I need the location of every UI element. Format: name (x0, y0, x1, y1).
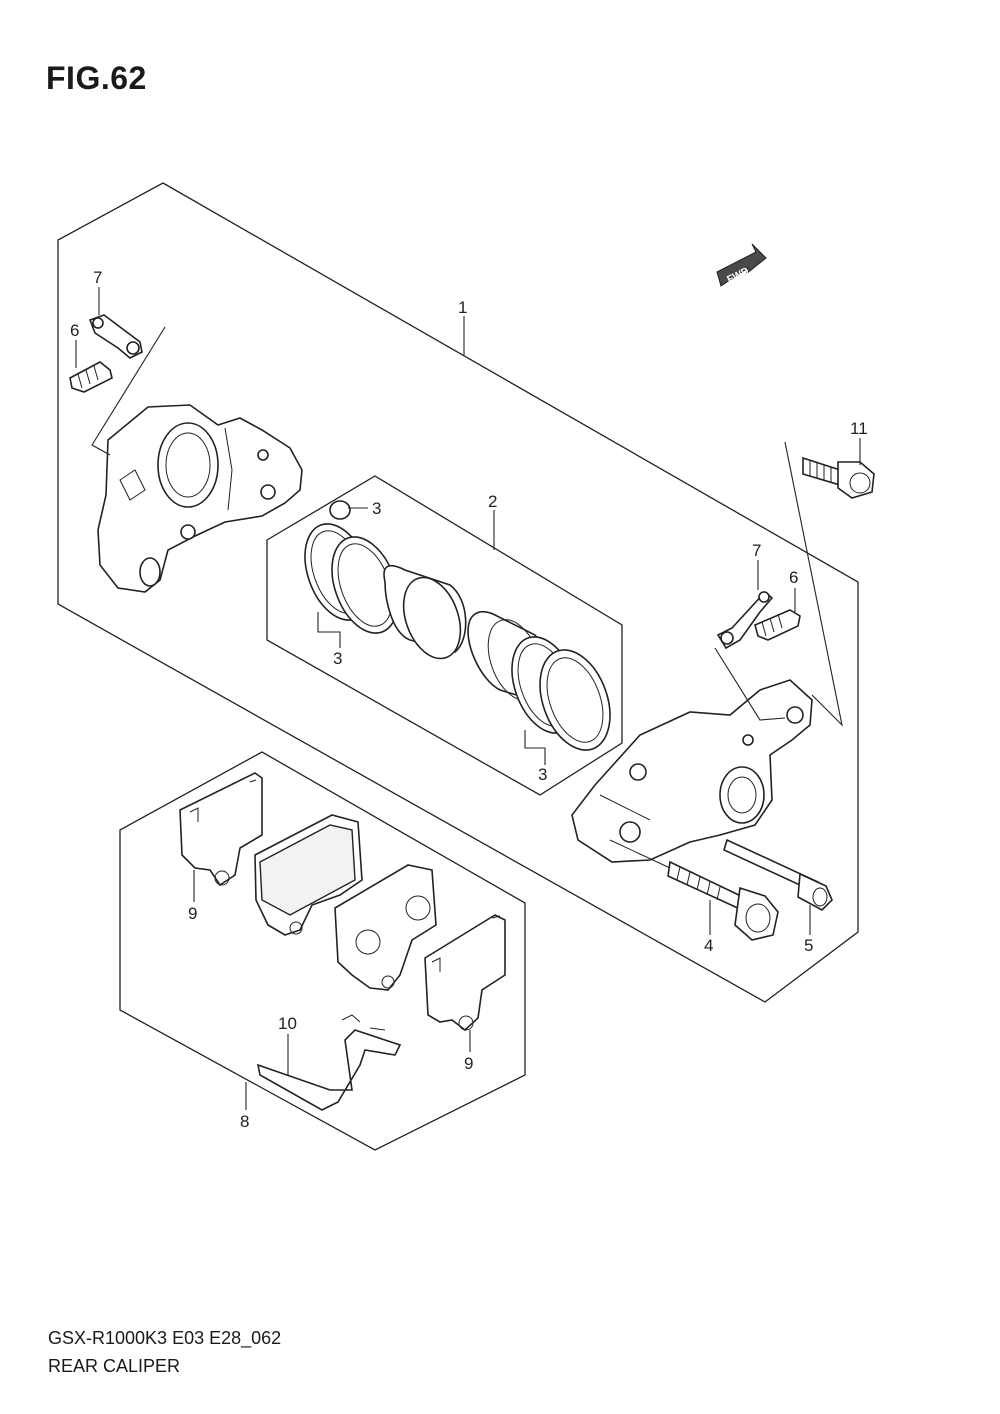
leader-wedge-11 (784, 441, 843, 727)
leader-wedge-left (91, 326, 166, 456)
callout-3-left: 3 (333, 649, 342, 668)
pin-5 (723, 838, 833, 911)
assembly-outline-8 (119, 751, 526, 1151)
callout-5: 5 (804, 936, 813, 955)
callout-8: 8 (240, 1112, 249, 1131)
caliper-body-right (571, 679, 813, 869)
callout-3-right: 3 (538, 765, 547, 784)
callout-11: 11 (850, 419, 868, 438)
callout-7-right: 7 (752, 541, 761, 560)
pin-bolt-4 (667, 860, 779, 941)
bleeder-screw-left (69, 361, 113, 393)
brake-pad-left (254, 814, 363, 936)
o-ring-small (329, 500, 351, 520)
callout-1: 1 (458, 298, 467, 317)
callouts: 1 2 3 3 3 4 5 6 6 7 7 8 9 (70, 268, 868, 1131)
assembly-outline-2 (266, 475, 623, 796)
section-name: REAR CALIPER (48, 1356, 181, 1376)
callout-2: 2 (488, 492, 497, 511)
shim-left (179, 772, 263, 887)
bleeder-cap-right (716, 590, 774, 650)
bleeder-cap-left (88, 314, 143, 359)
callout-9-right: 9 (464, 1054, 473, 1073)
model-code: GSX-R1000K3 E03 E28_062 (48, 1328, 282, 1348)
callout-9-left: 9 (188, 904, 197, 923)
callout-6-right: 6 (789, 568, 798, 587)
shim-right (424, 914, 506, 1032)
assembly-outline-1 (57, 182, 859, 1003)
bleeder-screw-right (754, 609, 801, 641)
bolt-11 (802, 456, 875, 499)
fwd-arrow-icon: FWD (716, 243, 767, 287)
figure-title: FIG.62 (46, 60, 147, 96)
callout-4: 4 (704, 936, 713, 955)
callout-10: 10 (278, 1014, 297, 1033)
callout-6-left: 6 (70, 321, 79, 340)
piston-seal-4 (539, 649, 611, 751)
leader-wedge-right (714, 647, 786, 721)
brake-pad-right (334, 864, 437, 991)
callout-3-top: 3 (372, 499, 381, 518)
pad-spring-10 (256, 1014, 402, 1111)
callout-7-left: 7 (93, 268, 102, 287)
caliper-body-left (97, 404, 303, 593)
piston-left (383, 564, 467, 660)
